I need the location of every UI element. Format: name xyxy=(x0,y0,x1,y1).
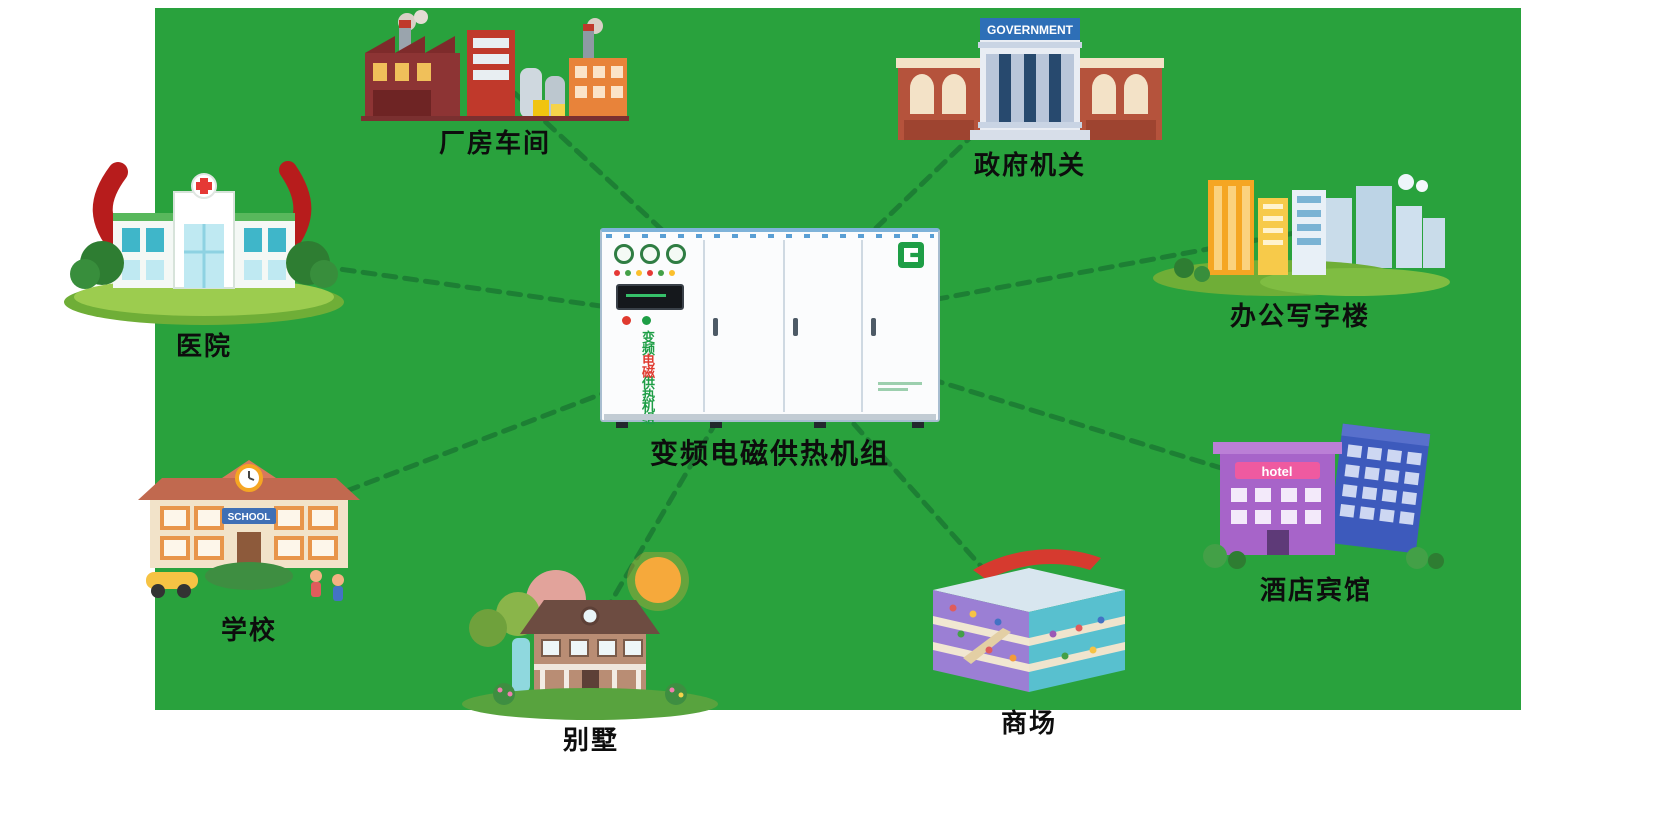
cabinet-foot xyxy=(616,422,628,428)
node-mall: 商场 xyxy=(903,538,1155,738)
hotel-illustration: hotel xyxy=(1203,423,1444,569)
gauge-icon xyxy=(614,244,634,264)
heating-unit: 变 频 电 磁 供 热 机 组 xyxy=(600,228,940,428)
government-label: 政府机关 xyxy=(973,150,1086,180)
government-illustration: GOVERNMENT xyxy=(896,18,1164,140)
node-office: 办公写字楼 xyxy=(1150,168,1450,331)
hospital-label: 医院 xyxy=(175,331,232,361)
government-sign: GOVERNMENT xyxy=(987,23,1074,37)
house-illustration xyxy=(462,552,718,720)
school-sign: SCHOOL xyxy=(228,512,271,523)
company-text-lines xyxy=(878,382,922,394)
gauge-icon xyxy=(640,244,660,264)
door-separator xyxy=(860,240,863,412)
node-government: GOVERNMENT 政府机关 xyxy=(890,10,1170,180)
house-label: 别墅 xyxy=(562,725,619,755)
cabinet-top-strip xyxy=(606,234,934,238)
cabinet-body: 变 频 电 磁 供 热 机 组 xyxy=(600,228,940,424)
cabinet-vertical-text: 变 频 电 磁 供 热 机 组 xyxy=(642,331,655,424)
node-house: 别墅 xyxy=(460,552,722,755)
node-hospital: 医院 xyxy=(58,168,350,361)
brand-logo-icon xyxy=(898,242,924,268)
door-handle xyxy=(793,318,799,337)
hotel-label: 酒店宾馆 xyxy=(1259,575,1372,605)
door-handle xyxy=(712,318,718,337)
mall-illustration xyxy=(933,549,1125,692)
stop-button-icon xyxy=(622,316,631,325)
office-illustration xyxy=(1153,174,1450,296)
school-label: 学校 xyxy=(220,615,277,645)
hospital-illustration xyxy=(64,173,344,325)
cabinet-foot xyxy=(710,422,722,428)
factory-illustration xyxy=(361,10,629,121)
door-handle xyxy=(870,318,876,337)
node-school: SCHOOL 学校 xyxy=(118,448,380,645)
control-display xyxy=(616,284,684,310)
indicator-lights xyxy=(614,270,675,276)
door-separator xyxy=(783,240,786,412)
node-hotel: hotel 酒店宾馆 xyxy=(1185,420,1447,605)
hotel-sign: hotel xyxy=(1261,464,1292,479)
door-separator xyxy=(702,240,705,412)
start-button-icon xyxy=(642,316,651,325)
office-label: 办公写字楼 xyxy=(1229,301,1370,331)
center-title: 变频电磁供热机组 xyxy=(649,438,890,469)
school-illustration: SCHOOL xyxy=(138,460,360,601)
gauge-icon xyxy=(666,244,686,264)
mall-label: 商场 xyxy=(1000,708,1057,738)
factory-label: 厂房车间 xyxy=(438,128,551,158)
node-factory: 厂房车间 xyxy=(355,8,635,158)
cabinet-foot xyxy=(912,422,924,428)
cabinet-foot xyxy=(814,422,826,428)
cabinet-base xyxy=(604,414,936,420)
